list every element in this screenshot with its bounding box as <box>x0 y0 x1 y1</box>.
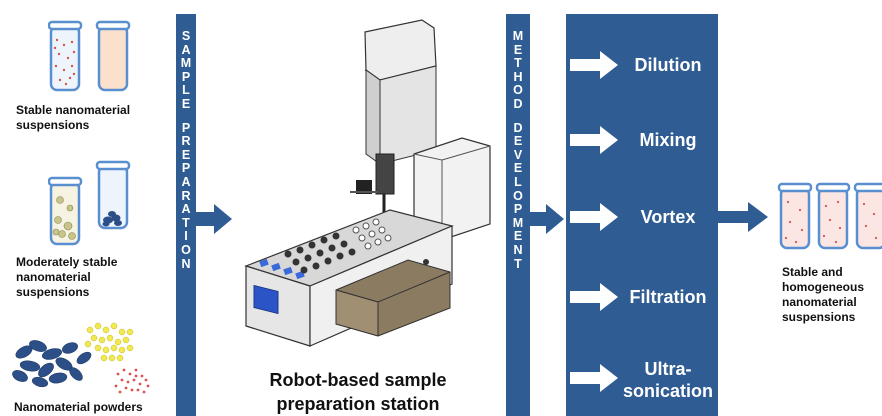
output-vials <box>777 182 882 250</box>
bar-letter: H <box>513 69 523 84</box>
vial-icon <box>95 160 131 230</box>
stable-suspension-vials <box>48 20 131 92</box>
moderately-stable-label: Moderately stable nanomaterial suspensio… <box>16 255 118 299</box>
bar-letter: P <box>181 69 191 84</box>
bar-letter: E <box>181 96 191 111</box>
nanomaterial-powders-label: Nanomaterial powders <box>14 400 143 414</box>
bar-letter: T <box>514 256 522 271</box>
step-vortex: Vortex <box>566 192 718 242</box>
bar-letter: P <box>181 161 191 176</box>
bar-letter: M <box>512 29 524 43</box>
step-mixing: Mixing <box>566 115 718 165</box>
nanomaterial-powders-icon <box>12 322 150 394</box>
bar-letter: L <box>182 83 190 98</box>
white-arrow-icon <box>570 364 618 392</box>
vial-icon <box>95 20 131 92</box>
bar-letter: E <box>513 134 523 149</box>
white-arrow-icon <box>570 203 618 231</box>
vial-icon <box>853 182 882 250</box>
step-ultrasonication: Ultra- sonication <box>566 352 718 412</box>
white-arrow-icon <box>570 51 618 79</box>
step-label: Filtration <box>629 287 707 307</box>
bar-letter: E <box>513 161 523 176</box>
bar-letter: P <box>181 120 191 135</box>
white-arrow-icon <box>570 126 618 154</box>
bar-letter: R <box>181 188 191 203</box>
arrow-to-methods-icon <box>530 204 564 234</box>
bar-letter: O <box>513 188 523 203</box>
white-arrow-icon <box>570 283 618 311</box>
bar-letter: O <box>513 83 523 98</box>
bar-letter: I <box>184 229 188 244</box>
moderately-stable-vials <box>48 160 131 246</box>
step-label: Mixing <box>639 130 697 150</box>
vial-icon <box>815 182 851 250</box>
bar-letter: R <box>181 134 191 149</box>
output-label: Stable and homogeneous nanomaterial susp… <box>782 265 865 324</box>
bar-letter: N <box>181 256 191 271</box>
arrow-to-output-icon <box>718 202 768 232</box>
vial-icon <box>48 20 83 92</box>
bar-letter: A <box>181 174 191 189</box>
robot-station-image <box>244 19 491 347</box>
robot-station-label: Robot-based sample preparation station <box>269 370 447 414</box>
step-filtration: Filtration <box>566 272 718 322</box>
bar-letter: L <box>514 174 522 189</box>
bar-letter: V <box>513 147 523 162</box>
bar-letter: N <box>513 242 523 257</box>
bar-letter: P <box>513 202 523 217</box>
arrow-to-robot-icon <box>196 204 232 234</box>
bar-letter: A <box>181 42 191 57</box>
bar-letter: T <box>514 56 522 71</box>
vial-icon <box>48 176 83 246</box>
bar-letter: S <box>181 29 191 43</box>
bar-letter: M <box>180 56 192 71</box>
vial-icon <box>777 182 813 250</box>
step-label: Ultra- sonication <box>622 359 713 401</box>
step-label: Dilution <box>634 55 702 75</box>
bar-letter: E <box>513 229 523 244</box>
bar-letter: D <box>513 96 523 111</box>
bar-letter: D <box>513 120 523 135</box>
stable-suspensions-label: Stable nanomaterial suspensions <box>16 103 131 132</box>
bar-letter: E <box>181 147 191 162</box>
step-label: Vortex <box>640 207 696 227</box>
step-dilution: Dilution <box>566 40 718 90</box>
bar-letter: M <box>512 215 524 230</box>
bar-letter: E <box>513 42 523 57</box>
bar-letter: O <box>181 242 191 257</box>
bar-letter: A <box>181 202 191 217</box>
bar-letter: T <box>182 215 190 230</box>
